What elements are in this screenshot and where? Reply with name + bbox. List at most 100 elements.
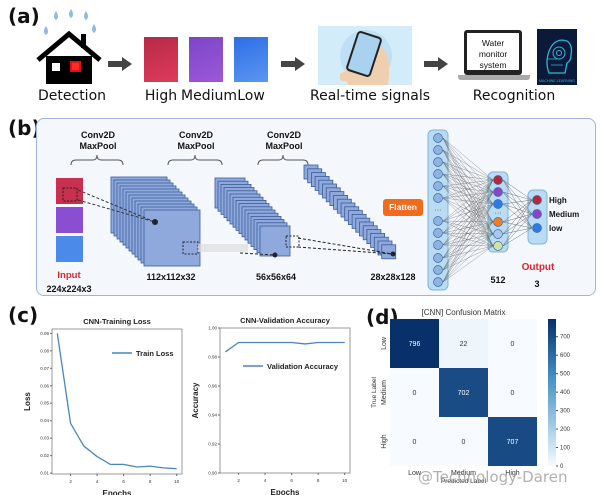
y-axis-label: True Label: [371, 377, 378, 408]
connection: [502, 203, 533, 215]
connection: [442, 197, 494, 205]
y-tick-label: 0.96: [208, 384, 217, 389]
connection: [442, 245, 494, 283]
y-tick-label: 0.06: [40, 383, 49, 388]
step-caption-recognition: Recognition: [472, 88, 556, 104]
matrix-cell: [488, 319, 537, 368]
step-caption-detection: Detection: [38, 88, 107, 104]
legend-label: Train Loss: [136, 349, 174, 358]
series-line: [56, 333, 177, 470]
watermark: @Technology-Daren: [418, 468, 568, 486]
connection: [442, 179, 494, 199]
level-label-high: High: [144, 88, 178, 104]
connection: [502, 191, 533, 215]
matrix-cell: [439, 319, 488, 368]
neuron: [433, 145, 443, 155]
x-tick-label: 10: [342, 478, 348, 483]
feature-maps-56: [214, 177, 291, 257]
connection: [442, 179, 494, 234]
y-tick-label: 0.03: [40, 436, 49, 441]
connection: [502, 213, 533, 223]
x-tick-label: 2: [69, 479, 72, 484]
ai-head-icon: MACHINE LEARNING: [537, 29, 577, 85]
output-label: Output: [521, 262, 555, 273]
brace-icons: [70, 154, 309, 166]
y-tick-label: 0.08: [40, 348, 49, 353]
connection: [442, 173, 494, 181]
ellipsis: ···: [495, 210, 502, 217]
connection: [502, 179, 533, 201]
x-tick-label: 6: [122, 479, 125, 484]
x-tick-label: 6: [290, 478, 293, 483]
input-label: Input: [57, 270, 81, 281]
y-tick-label: 0.05: [40, 401, 49, 406]
arrow-right-icon: [108, 57, 132, 71]
col-label: Medium: [451, 470, 476, 477]
chart-title: CNN-Training Loss: [83, 317, 151, 326]
col-label: Low: [408, 470, 422, 477]
connection: [442, 161, 494, 181]
connection: [442, 233, 494, 283]
output-neuron: [532, 209, 542, 219]
neuron: [433, 228, 443, 238]
y-tick-label: 0.01: [40, 471, 49, 476]
connection: [502, 191, 533, 201]
series-line: [224, 341, 345, 353]
matrix-cell: [439, 417, 488, 466]
x-tick-label: 10: [174, 479, 180, 484]
connection: [442, 161, 494, 223]
connection: [442, 179, 494, 187]
colorbar-tick-label: 0: [560, 464, 564, 470]
matrix-cell: [439, 368, 488, 417]
connection: [442, 221, 494, 234]
connection: [502, 203, 533, 229]
connection: [442, 197, 494, 223]
neuron: [433, 133, 443, 143]
connection: [442, 137, 494, 223]
output-neuron: [532, 195, 542, 205]
step-caption-real-time-signals: Real-time signals: [310, 88, 431, 104]
neuron: [433, 193, 443, 203]
y-tick-label: 0.09: [40, 331, 49, 336]
laptop-text-line2: system: [479, 60, 507, 70]
connection: [442, 203, 494, 283]
neuron: [493, 199, 503, 209]
connection: [502, 221, 533, 229]
connection: [442, 220, 494, 223]
connection: [442, 185, 494, 223]
dense-units: 512: [490, 275, 506, 285]
colorbar-tick-label: 500: [560, 372, 571, 378]
output-class-medium: Medium: [549, 210, 580, 219]
flatten-badge: Flatten: [383, 199, 423, 216]
x-axis-label: Epochs: [103, 489, 132, 495]
connection: [502, 213, 533, 247]
plot-area: [219, 327, 351, 474]
connection: [502, 227, 533, 235]
matrix-cell: [390, 368, 439, 417]
matrix-cell: [390, 417, 439, 466]
neuron: [493, 175, 503, 185]
connection: [442, 179, 494, 246]
arrow-right-icon: [424, 57, 448, 71]
neuron: [433, 277, 443, 287]
kernel-window: [62, 187, 78, 202]
x-tick-label: 4: [264, 478, 267, 483]
feature-map-dims-3: 28x28x128: [370, 272, 416, 282]
neuron: [493, 217, 503, 227]
panel-c-label: (c): [8, 303, 39, 327]
y-tick-label: 0.94: [208, 413, 217, 418]
connection: [502, 199, 533, 205]
connection: [442, 191, 494, 283]
neuron: [493, 229, 503, 239]
feature-map-dims-1: 112x112x32: [146, 272, 196, 282]
y-tick-label: 0.90: [208, 471, 217, 476]
y-tick-label: 0.07: [40, 366, 49, 371]
low-level-swatch: [234, 37, 268, 82]
x-axis-label: Predicted Label: [441, 478, 487, 485]
colorbar-tick-label: 100: [560, 446, 571, 452]
panel-b-label: (b): [8, 116, 41, 140]
connection: [442, 203, 494, 246]
